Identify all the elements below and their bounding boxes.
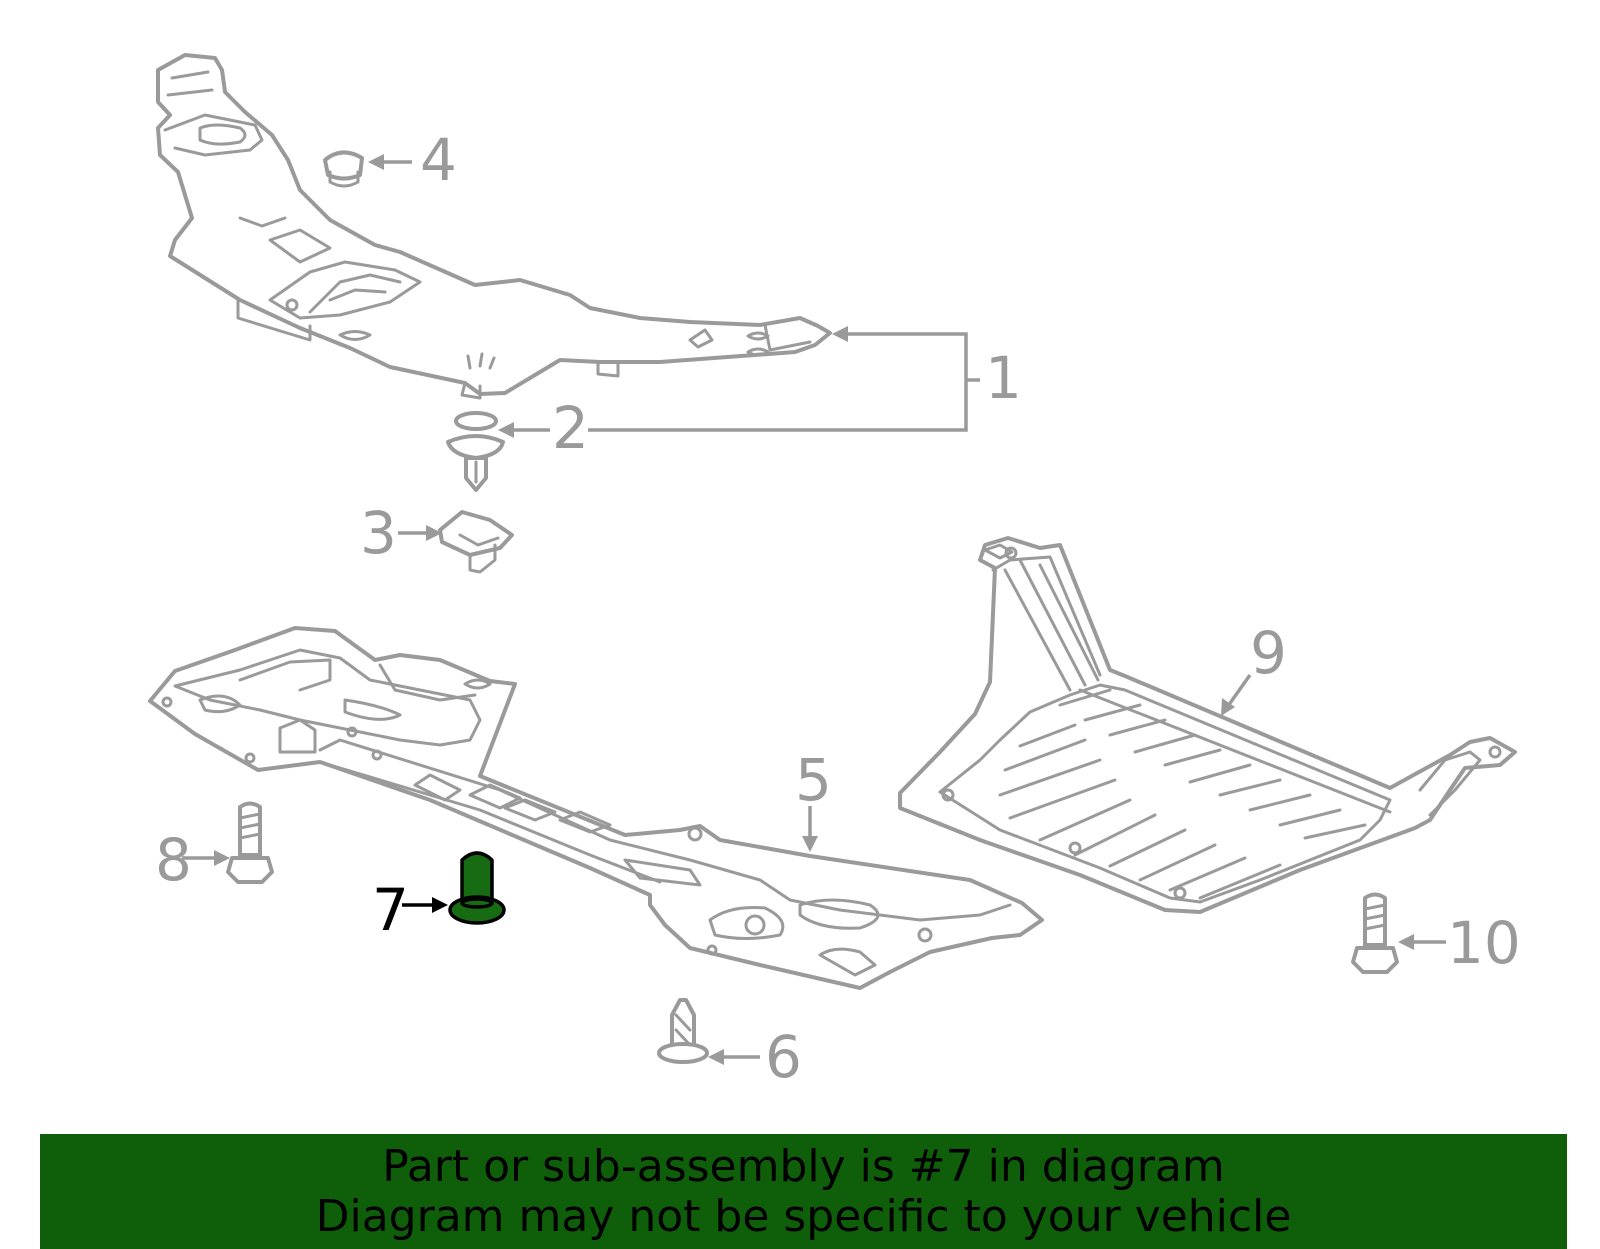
part-5-lower-shield[interactable] [148, 626, 1044, 990]
callout-10: 10 [1447, 909, 1521, 977]
leader-6 [708, 1049, 760, 1065]
part-7-bolt-highlighted[interactable] [448, 851, 506, 925]
callout-6: 6 [765, 1023, 802, 1091]
part-2-clip[interactable] [446, 411, 505, 492]
part-8-bolt[interactable] [226, 801, 274, 884]
leader-10 [1398, 934, 1446, 950]
info-banner: Part or sub-assembly is #7 in diagram Di… [40, 1134, 1567, 1249]
leader-8 [182, 850, 230, 866]
leader-7 [402, 897, 448, 913]
part-1-upper-shield[interactable] [156, 53, 832, 400]
callout-2: 2 [552, 394, 589, 462]
part-6-clip[interactable] [657, 998, 709, 1064]
part-4-plug[interactable] [323, 150, 364, 188]
callout-9: 9 [1250, 619, 1287, 687]
parts-diagram: 1 2 3 4 5 6 7 8 9 10 [148, 53, 1521, 1091]
callout-7: 7 [372, 876, 409, 944]
leader-5 [802, 806, 818, 852]
part-9-rear-cover[interactable] [898, 536, 1517, 914]
part-10-bolt[interactable] [1351, 892, 1399, 974]
banner-line-1: Part or sub-assembly is #7 in diagram [382, 1140, 1225, 1192]
leader-1 [588, 326, 980, 432]
leader-2 [498, 422, 550, 438]
callout-1: 1 [985, 344, 1022, 412]
callout-8: 8 [155, 826, 192, 894]
part-3-nut[interactable] [438, 510, 514, 574]
callout-3: 3 [360, 499, 397, 567]
leader-4 [368, 154, 412, 170]
callout-5: 5 [795, 746, 832, 814]
callout-4: 4 [420, 126, 457, 194]
leader-9 [1221, 673, 1252, 716]
leader-3 [398, 525, 442, 541]
banner-line-2: Diagram may not be specific to your vehi… [315, 1190, 1292, 1242]
